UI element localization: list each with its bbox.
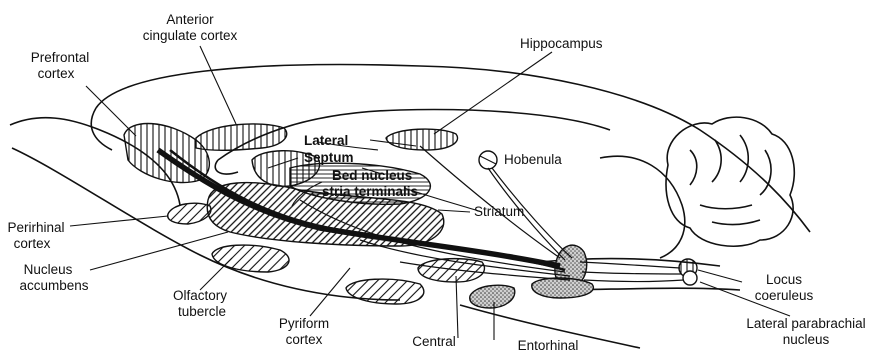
habenula-region: [479, 151, 497, 169]
label-perirhinal-1: Perirhinal: [7, 220, 64, 235]
central-nucleus-region: [418, 259, 484, 282]
label-pyriform-1: Pyriform: [279, 316, 329, 331]
label-locus-1: Locus: [766, 272, 802, 287]
label-prefrontal-1: Prefrontal: [31, 50, 90, 65]
label-olfactory-1: Olfactory: [173, 288, 227, 303]
label-perirhinal-2: cortex: [14, 236, 51, 251]
cerebellum: [666, 117, 794, 246]
label-parabrachial-2: nucleus: [783, 332, 830, 347]
nucleus-accumbens-region: [212, 245, 289, 272]
label-pyriform-2: cortex: [286, 332, 323, 347]
label-nucleus-accumbens-2: accumbens: [19, 278, 88, 293]
labels: Anterior cingulate cortex Prefrontal cor…: [7, 12, 865, 351]
label-lateral: Lateral: [304, 133, 348, 148]
label-bed-nucleus-1: Bed nucleus: [332, 168, 412, 183]
perirhinal-cortex-region: [168, 203, 211, 224]
label-locus-2: coeruleus: [755, 288, 814, 303]
label-nucleus-accumbens-1: Nucleus: [24, 262, 73, 277]
label-anterior-cingulate-1: Anterior: [166, 12, 214, 27]
label-olfactory-2: tubercle: [178, 304, 226, 319]
label-septum: Septum: [304, 150, 354, 165]
anterior-cingulate-region: [196, 124, 287, 150]
label-bed-nucleus-2: stria terminalis: [322, 184, 418, 199]
label-anterior-cingulate-2: cingulate cortex: [143, 28, 238, 43]
locus-coeruleus-region: [679, 259, 697, 285]
label-hippocampus: Hippocampus: [520, 36, 603, 51]
label-prefrontal-2: cortex: [38, 66, 75, 81]
label-striatum: Striatum: [474, 204, 524, 219]
olfactory-tubercle-region: [346, 279, 424, 304]
label-entorhinal: Entorhinal: [518, 338, 579, 351]
label-parabrachial-1: Lateral parabrachial: [746, 316, 865, 331]
entorhinal-cortex-region: [470, 285, 515, 308]
label-central: Central: [412, 334, 456, 349]
label-habenula: Hobenula: [504, 152, 562, 167]
